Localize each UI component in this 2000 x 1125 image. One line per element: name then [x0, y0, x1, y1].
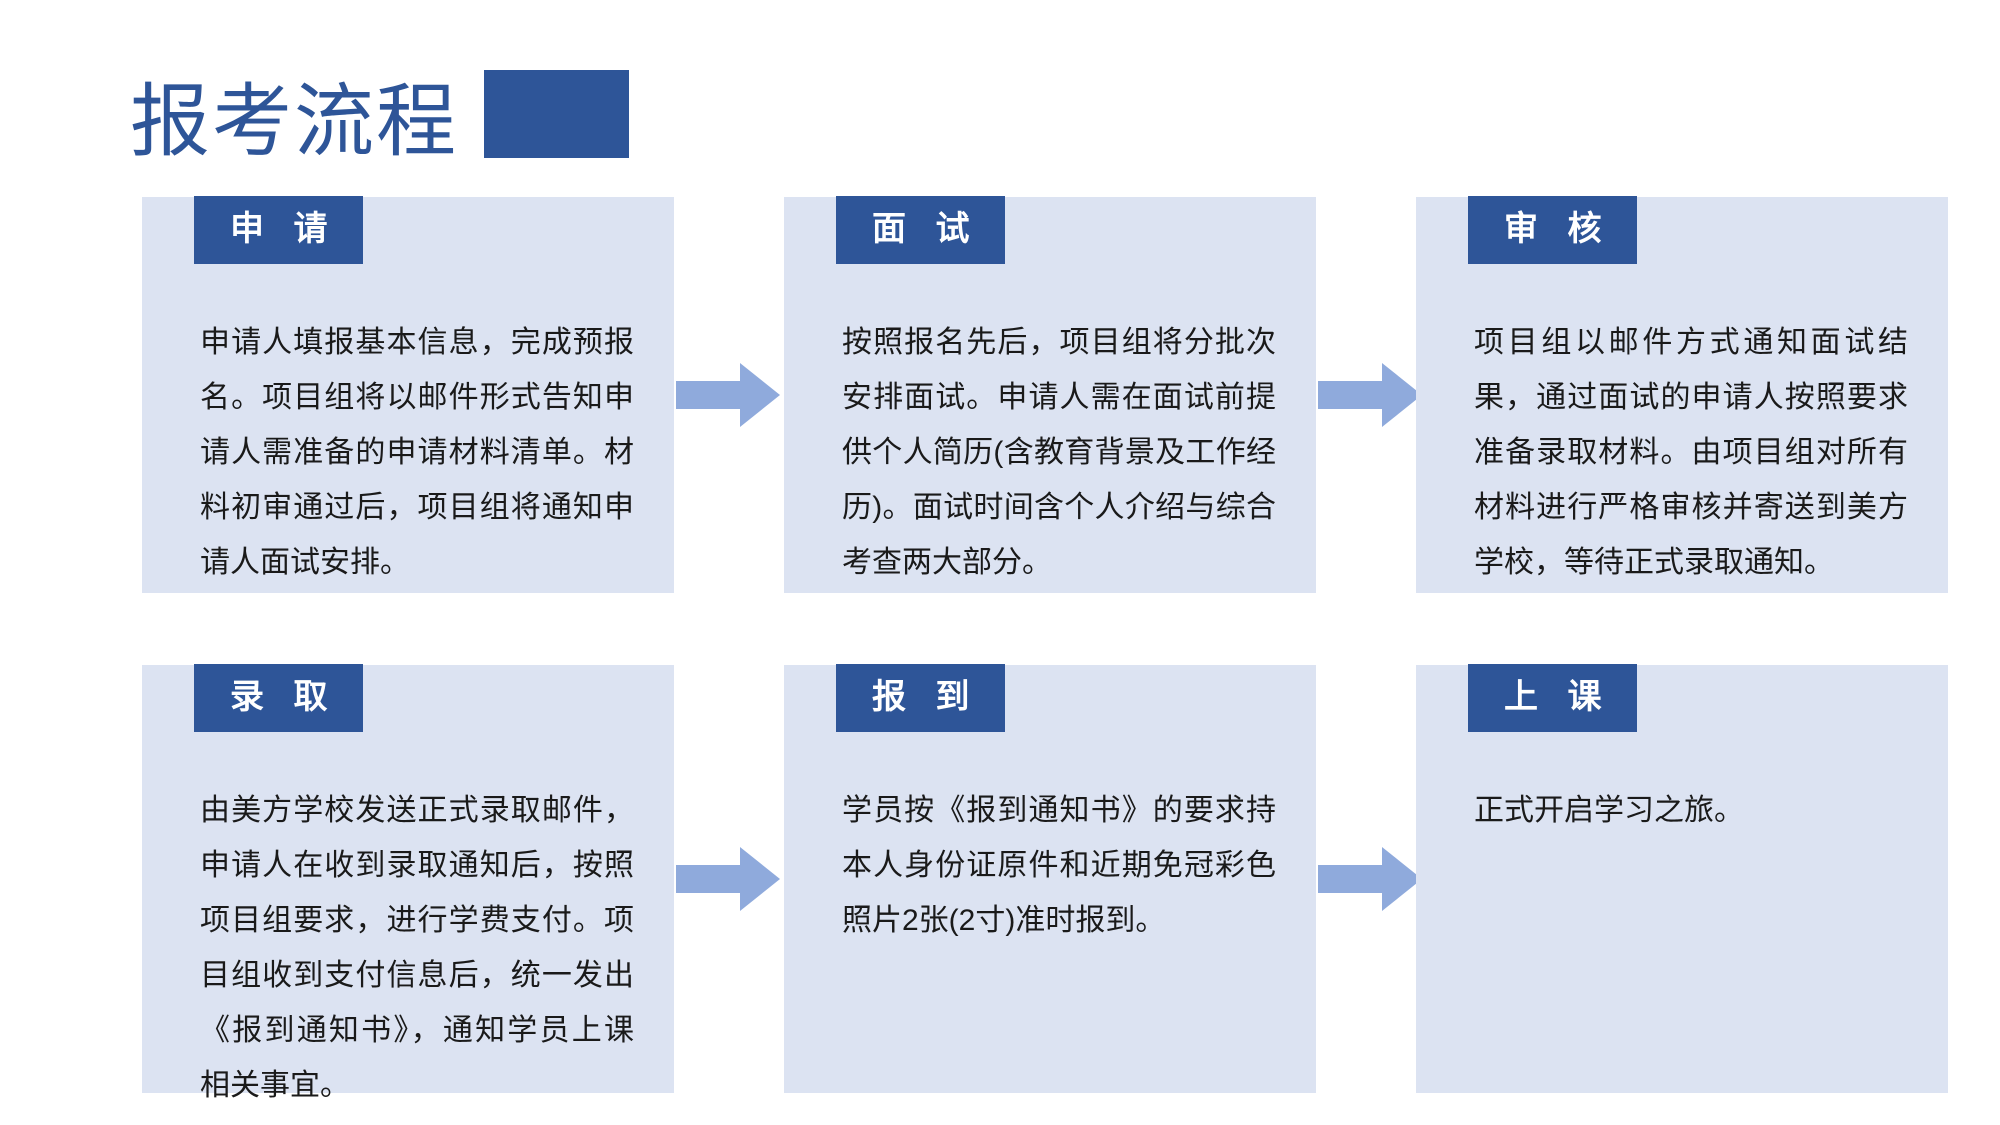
flow-connector-3 [674, 665, 784, 1093]
step-body-interview: 按照报名先后，项目组将分批次安排面试。申请人需在面试前提供个人简历(含教育背景及… [842, 326, 1276, 579]
flow-step-card-class[interactable]: 上 课 正式开启学习之旅。 [1416, 664, 1948, 1093]
title-accent-block [484, 70, 629, 158]
flow-step-card-admission[interactable]: 录 取 由美方学校发送正式录取邮件，申请人在收到录取通知后，按照项目组要求，进行… [142, 664, 674, 1102]
flow-step-card-interview[interactable]: 面 试 按照报名先后，项目组将分批次安排面试。申请人需在面试前提供个人简历(含教… [784, 196, 1316, 593]
step-badge-registration: 报 到 [836, 664, 1006, 732]
flow-step-card-apply[interactable]: 申 请 申请人填报基本信息，完成预报名。项目组将以邮件形式告知申请人需准备的申请… [142, 196, 674, 593]
step-badge-class: 上 课 [1468, 664, 1638, 732]
step-badge-interview: 面 试 [836, 196, 1006, 264]
flow-row-1: 申 请 申请人填报基本信息，完成预报名。项目组将以邮件形式告知申请人需准备的申请… [142, 196, 1948, 593]
step-body-registration: 学员按《报到通知书》的要求持本人身份证原件和近期免冠彩色照片2张(2寸)准时报到… [842, 794, 1276, 937]
flow-step-card-registration[interactable]: 报 到 学员按《报到通知书》的要求持本人身份证原件和近期免冠彩色照片2张(2寸)… [784, 664, 1316, 1093]
step-body-review: 项目组以邮件方式通知面试结果，通过面试的申请人按照要求准备录取材料。由项目组对所… [1474, 326, 1908, 579]
page-title: 报考流程 [130, 77, 458, 166]
flow-row-2: 录 取 由美方学校发送正式录取邮件，申请人在收到录取通知后，按照项目组要求，进行… [142, 664, 1948, 1102]
page-header: 报考流程 [130, 46, 629, 162]
step-badge-review: 审 核 [1468, 196, 1638, 264]
flow-connector-2 [1316, 197, 1422, 593]
step-body-class: 正式开启学习之旅。 [1474, 794, 1744, 827]
process-flow-diagram: 申 请 申请人填报基本信息，完成预报名。项目组将以邮件形式告知申请人需准备的申请… [142, 196, 1948, 1102]
step-body-apply: 申请人填报基本信息，完成预报名。项目组将以邮件形式告知申请人需准备的申请材料清单… [200, 326, 634, 579]
arrow-right-icon [1318, 847, 1422, 911]
step-badge-apply: 申 请 [194, 196, 364, 264]
step-body-admission: 由美方学校发送正式录取邮件，申请人在收到录取通知后，按照项目组要求，进行学费支付… [200, 794, 634, 1102]
step-badge-admission: 录 取 [194, 664, 364, 732]
arrow-right-icon [676, 847, 780, 911]
arrow-right-icon [676, 363, 780, 427]
flow-connector-4 [1316, 665, 1422, 1093]
flow-connector-1 [674, 197, 784, 593]
flow-step-card-review[interactable]: 审 核 项目组以邮件方式通知面试结果，通过面试的申请人按照要求准备录取材料。由项… [1416, 196, 1948, 593]
arrow-right-icon [1318, 363, 1422, 427]
